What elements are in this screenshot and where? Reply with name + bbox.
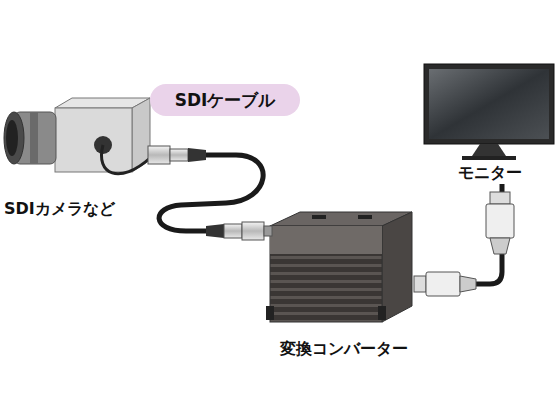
cable-label-pill: SDIケーブル — [150, 84, 300, 116]
node-label: SDIカメラなど — [4, 199, 115, 220]
bnc-plug — [206, 222, 272, 240]
camera-node: SDIカメラなど — [4, 92, 156, 220]
node-label: モニター — [458, 163, 522, 184]
node-label: SDIケーブル — [175, 89, 276, 112]
hdmi-plug — [486, 192, 514, 254]
monitor-illustration — [424, 64, 554, 160]
camera-illustration — [4, 98, 150, 174]
bnc-plug — [148, 146, 206, 164]
converter-node: 変換コンバーター — [262, 208, 426, 360]
hdmi-plug — [414, 272, 476, 296]
converter-illustration — [266, 212, 412, 322]
node-label: 変換コンバーター — [280, 339, 408, 360]
monitor-node: モニター — [424, 60, 556, 184]
cable — [156, 155, 263, 231]
